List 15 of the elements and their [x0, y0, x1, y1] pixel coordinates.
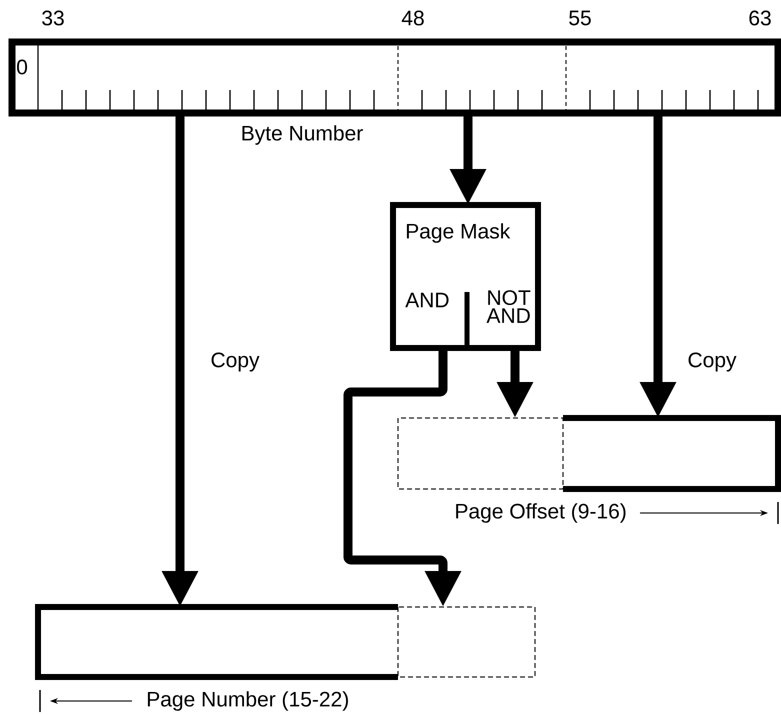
register-segment: [563, 415, 781, 492]
field-label: Byte Number: [242, 125, 363, 145]
bit-number: 33: [42, 10, 64, 26]
bit-number: 48: [402, 10, 424, 26]
bit-number: 63: [749, 10, 771, 26]
register-segment: [398, 418, 564, 490]
bit-number: 55: [569, 10, 591, 26]
page-mask-box: Page Mask AND NOT AND: [390, 202, 541, 351]
field-label: Page Offset (9-16): [456, 503, 626, 523]
register-bar: 0: [8, 38, 781, 116]
register-segment: [398, 606, 536, 678]
field-label: Page Number (15-22): [148, 691, 348, 711]
edge-label: Copy: [686, 351, 738, 372]
edge-label: Copy: [210, 351, 261, 372]
register-segment: [35, 604, 398, 680]
